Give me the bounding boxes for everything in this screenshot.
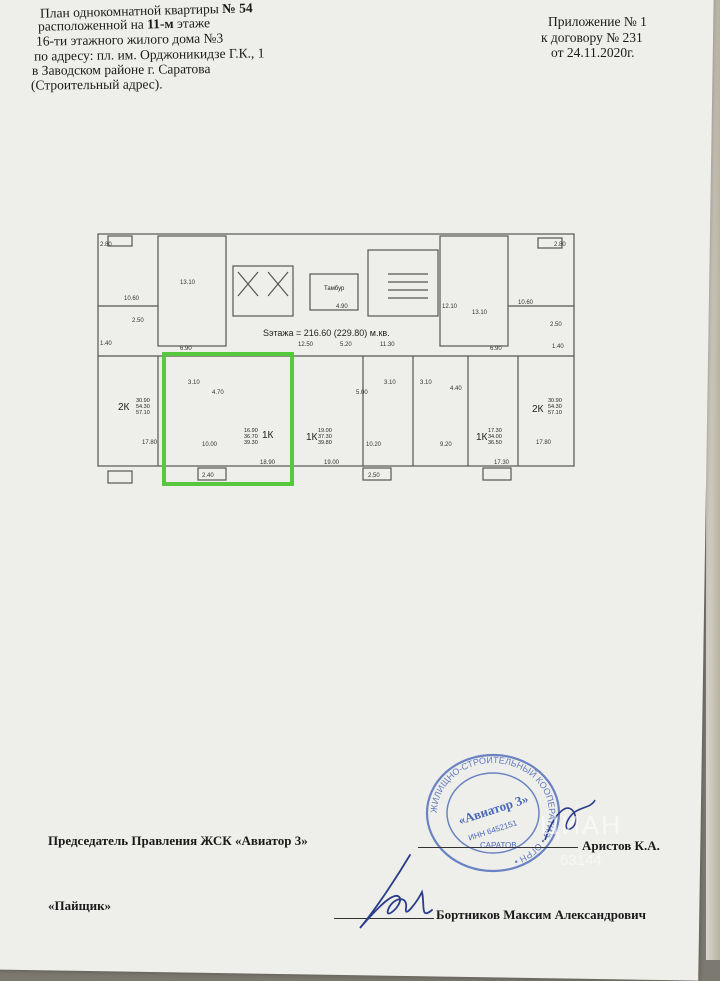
chairman-signature — [544, 799, 596, 841]
svg-text:2.50: 2.50 — [550, 322, 562, 328]
svg-text:17.30: 17.30 — [488, 428, 502, 434]
contract-date: от 24.11.2020г. — [551, 45, 635, 60]
watermark-logo: ЦИАН — [540, 810, 623, 840]
room-left-kitchen — [157, 235, 227, 347]
apartment-54-highlight — [162, 352, 294, 486]
svg-text:57.10: 57.10 — [136, 410, 150, 416]
chairman-signature-line — [418, 847, 578, 848]
room-right-kitchen — [439, 235, 509, 347]
appendix-label: Приложение № 1 — [548, 14, 647, 29]
svg-text:12.50: 12.50 — [298, 342, 314, 348]
svg-text:5.20: 5.20 — [340, 342, 352, 348]
svg-text:17.80: 17.80 — [536, 440, 552, 446]
svg-text:10.60: 10.60 — [518, 300, 534, 306]
svg-text:2К: 2К — [532, 404, 544, 415]
elevator-block — [232, 265, 294, 317]
svg-text:39.80: 39.80 — [318, 440, 332, 446]
stamp-city-text: САРАТОВ — [480, 841, 517, 850]
member-signature-line — [334, 918, 434, 919]
svg-text:5.00: 5.00 — [356, 390, 368, 396]
chairman-name: Аристов К.А. — [582, 838, 660, 853]
svg-text:3.10: 3.10 — [420, 380, 432, 386]
svg-text:2.80: 2.80 — [100, 242, 112, 248]
svg-text:2.80: 2.80 — [554, 242, 566, 248]
svg-text:57.10: 57.10 — [548, 410, 562, 416]
member-label: «Пайщик» — [48, 898, 112, 913]
svg-text:2.40: 2.40 — [202, 473, 214, 479]
svg-text:36.50: 36.50 — [488, 440, 502, 446]
svg-text:10.00: 10.00 — [202, 442, 218, 448]
svg-text:13.10: 13.10 — [472, 310, 488, 316]
stair-block — [367, 249, 439, 317]
svg-text:34.00: 34.00 — [488, 434, 502, 440]
svg-text:4.40: 4.40 — [450, 386, 462, 392]
svg-text:54.30: 54.30 — [548, 404, 562, 410]
svg-text:30.90: 30.90 — [136, 398, 150, 404]
svg-text:10.60: 10.60 — [124, 296, 140, 302]
member-signature — [359, 854, 433, 929]
svg-text:17.30: 17.30 — [494, 460, 510, 466]
svg-text:9.20: 9.20 — [440, 442, 452, 448]
floor-plan: 2.80 10.60 2.50 1.40 13.10 6.90 4.90 12.… — [97, 233, 575, 486]
contract-number: к договору № 231 — [541, 30, 643, 45]
svg-text:6.90: 6.90 — [180, 346, 192, 352]
floor-area-label: Sэтажа = 216.60 (229.80) м.кв. — [263, 328, 390, 338]
svg-text:1.40: 1.40 — [100, 341, 112, 347]
svg-text:37.30: 37.30 — [318, 434, 332, 440]
svg-text:36.70: 36.70 — [244, 434, 258, 440]
watermark-id: 63144 — [560, 852, 602, 869]
svg-text:30.90: 30.90 — [548, 398, 562, 404]
svg-text:2.50: 2.50 — [368, 473, 380, 479]
svg-text:19.00: 19.00 — [324, 460, 340, 466]
svg-text:1К: 1К — [306, 432, 318, 443]
svg-text:10.20: 10.20 — [366, 442, 382, 448]
apartment-54-type: 1К — [262, 430, 274, 441]
header-line-5: в Заводском районе г. Саратова — [31, 61, 211, 78]
svg-text:3.10: 3.10 — [188, 380, 200, 386]
svg-text:3.10: 3.10 — [384, 380, 396, 386]
member-name: Бортников Максим Александрович — [436, 907, 646, 922]
svg-text:12.10: 12.10 — [442, 304, 458, 310]
svg-text:18.90: 18.90 — [260, 460, 276, 466]
svg-text:13.10: 13.10 — [180, 280, 196, 286]
chairman-label: Председатель Правления ЖСК «Авиатор 3» — [48, 833, 308, 848]
svg-text:1К: 1К — [476, 432, 488, 443]
svg-text:19.00: 19.00 — [318, 428, 332, 434]
tambur-label: Тамбур — [324, 286, 345, 292]
stamp-center-text: «Авиатор 3» — [456, 791, 530, 828]
organization-stamp: ЖИЛИЩНО-СТРОИТЕЛЬНЫЙ КООПЕРАТИВ • ОГРН •… — [425, 753, 561, 873]
tambur-room — [309, 273, 359, 311]
svg-text:2К: 2К — [118, 402, 130, 413]
svg-text:4.70: 4.70 — [212, 390, 224, 396]
svg-text:2.50: 2.50 — [132, 318, 144, 324]
svg-text:54.30: 54.30 — [136, 404, 150, 410]
svg-text:6.90: 6.90 — [490, 346, 502, 352]
svg-text:4.90: 4.90 — [336, 304, 348, 310]
outer-wall — [97, 233, 575, 467]
header-line-6: (Строительный адрес). — [30, 76, 163, 93]
svg-text:11.30: 11.30 — [380, 342, 395, 348]
svg-text:1.40: 1.40 — [552, 344, 564, 350]
svg-text:39.30: 39.30 — [244, 440, 258, 446]
svg-text:17.80: 17.80 — [142, 440, 158, 446]
svg-text:16.90: 16.90 — [244, 428, 258, 434]
